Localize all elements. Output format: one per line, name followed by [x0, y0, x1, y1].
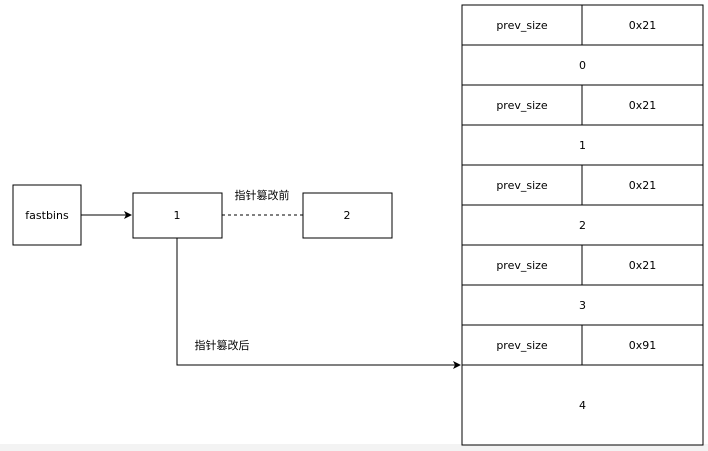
size-label: 0x21	[629, 99, 657, 112]
chunk-header-row: prev_size 0x21	[461, 164, 704, 206]
size-label: 0x21	[629, 259, 657, 272]
chunk-index-label: 4	[579, 399, 586, 412]
chunk-data-cell	[461, 124, 704, 166]
fastbins-node[interactable]: fastbins	[12, 184, 82, 246]
size-label: 0x21	[629, 19, 657, 32]
chunk-node-2[interactable]: 2	[302, 192, 393, 239]
bottom-strip	[0, 444, 708, 451]
chunk-data-cell	[461, 364, 704, 446]
prev-size-cell	[461, 324, 583, 366]
chunk-data-row: 3	[461, 284, 704, 326]
chunk-index-label: 1	[579, 139, 586, 152]
prev-size-cell	[461, 244, 583, 286]
memory-chunk-table: prev_size 0x21 0 prev_size 0x21 1 prev_size 0x2…	[461, 4, 704, 446]
prev-size-label: prev_size	[496, 179, 548, 192]
size-cell	[581, 84, 704, 126]
prev-size-label: prev_size	[496, 99, 548, 112]
chunk-header-row: prev_size 0x21	[461, 84, 704, 126]
chunk-index-label: 2	[579, 219, 586, 232]
prev-size-cell	[461, 164, 583, 206]
after-tamper-label: 指针篡改后	[195, 338, 250, 352]
chunk-data-cell	[461, 204, 704, 246]
chunk-data-row: 2	[461, 204, 704, 246]
after-tamper-link	[176, 238, 461, 369]
fastbins-label: fastbins	[25, 209, 69, 222]
chunk-data-row: 1	[461, 124, 704, 166]
size-cell	[581, 244, 704, 286]
prev-size-label: prev_size	[496, 259, 548, 272]
chunk-data-cell	[461, 284, 704, 326]
chunk-header-row: prev_size 0x21	[461, 244, 704, 286]
chunk-node-2-label: 2	[344, 209, 351, 222]
chunk-header-row: prev_size 0x21	[461, 4, 704, 46]
size-label: 0x21	[629, 179, 657, 192]
size-cell	[581, 324, 704, 366]
chunk-data-row: 4	[461, 364, 704, 446]
chunk-index-label: 0	[579, 59, 586, 72]
chunk-index-label: 3	[579, 299, 586, 312]
before-tamper-label: 指针篡改前	[235, 188, 290, 202]
size-label: 0x91	[629, 339, 657, 352]
chunk-header-row: prev_size 0x91	[461, 324, 704, 366]
chunk-node-1-label: 1	[174, 209, 181, 222]
chunk-node-1[interactable]: 1	[132, 192, 223, 239]
prev-size-label: prev_size	[496, 339, 548, 352]
prev-size-label: prev_size	[496, 19, 548, 32]
chunk-data-row: 0	[461, 44, 704, 86]
